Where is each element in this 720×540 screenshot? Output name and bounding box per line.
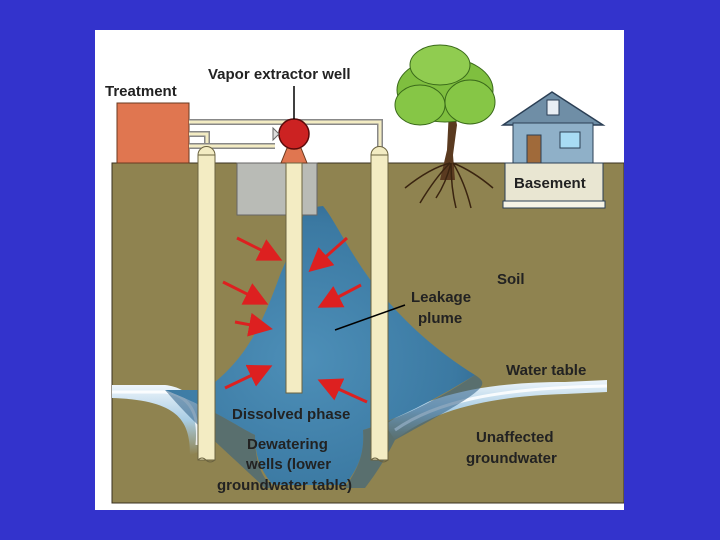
dewatering-well-right <box>370 154 389 461</box>
dewatering-well-left <box>197 154 216 461</box>
tree-icon <box>394 44 496 209</box>
house-icon <box>500 91 606 209</box>
diagram-canvas: Treatment Vapor extractor well Basement … <box>105 44 624 504</box>
label-basement: Basement <box>514 175 586 192</box>
leakage-plume <box>165 206 475 485</box>
treatment-building <box>116 102 190 164</box>
label-leakage-line2: plume <box>418 310 462 327</box>
label-soil: Soil <box>497 271 525 288</box>
extractor-base <box>280 147 308 164</box>
extractor-housing <box>236 162 318 216</box>
vapor-flow-arrows <box>222 236 368 404</box>
plume-pointer <box>334 304 406 331</box>
groundwater-remediation-diagram: Treatment Vapor extractor well Basement … <box>95 30 624 510</box>
label-vapor-extractor-well: Vapor extractor well <box>208 66 351 83</box>
label-dewatering-line1: Dewatering <box>247 436 328 453</box>
label-water-table: Water table <box>506 362 586 379</box>
label-leakage-line1: Leakage <box>411 289 471 306</box>
vapor-extractor-head <box>278 118 310 150</box>
label-treatment: Treatment <box>105 83 177 100</box>
plume-lower <box>165 375 483 488</box>
label-dissolved-phase: Dissolved phase <box>232 406 350 423</box>
extractor-well-shaft <box>285 162 303 394</box>
label-dewatering-line2: wells (lower <box>245 456 331 473</box>
basement <box>504 162 604 208</box>
label-unaffected-line1: Unaffected <box>476 429 554 446</box>
label-dewatering-line3: groundwater table) <box>217 477 352 494</box>
extractor-nozzle <box>272 126 280 142</box>
label-unaffected-line2: groundwater <box>466 450 557 467</box>
